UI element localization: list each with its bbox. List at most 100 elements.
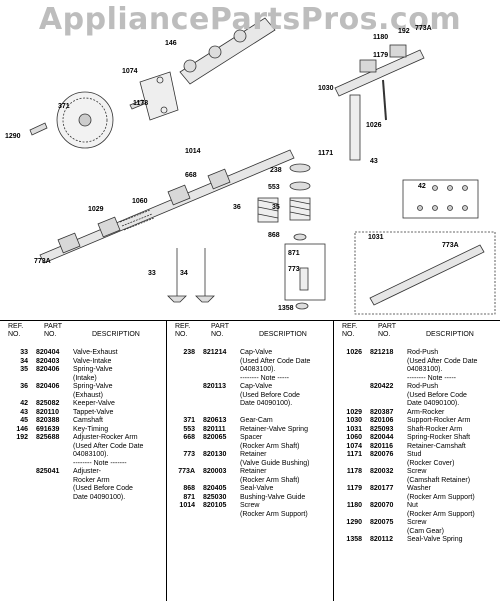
rocker-shaft-upper <box>334 49 425 97</box>
callout-label: 371 <box>58 103 70 110</box>
part-number: 820032 <box>370 468 394 475</box>
exploded-view-drawing <box>29 17 496 315</box>
part-description: Support-Rocker Arm <box>407 417 471 424</box>
part-description: Retainer-Valve Spring <box>240 425 308 433</box>
part-description: (Used Before Code <box>240 391 300 399</box>
part-description: Cap-Valve <box>240 349 273 356</box>
table-row: (Rocker Arm Support) <box>334 511 500 520</box>
part-number: 820065 <box>203 434 227 441</box>
part-description: Adjuster-Rocker Arm <box>73 434 138 441</box>
part-description: Spring-Rocker Shaft <box>407 434 471 441</box>
part-description: Nut <box>407 502 418 509</box>
part-number: 820130 <box>203 451 227 458</box>
part-description: Retainer <box>240 468 267 475</box>
ref-number: 1074 <box>346 442 362 450</box>
ref-number: 1171 <box>346 451 362 458</box>
part-description: (Camshaft Retainer) <box>407 476 471 484</box>
callout-label: 1171 <box>318 150 334 157</box>
part-description: Retainer-Camshaft <box>407 442 466 450</box>
part-number: 820388 <box>36 417 60 424</box>
callout-label: 35 <box>272 204 280 211</box>
part-number: 821218 <box>370 349 394 356</box>
part-description: (Used After Code Date <box>73 442 144 450</box>
table-row: (Cam Gear) <box>334 528 500 537</box>
callout-label: 238 <box>270 167 282 174</box>
callout-label: 42 <box>418 183 426 190</box>
table-row: -------- Note ------- <box>0 460 166 469</box>
ref-number: 1026 <box>346 349 362 356</box>
callout-label: 773 <box>288 266 300 273</box>
part-description: Date 04090100). <box>407 400 460 407</box>
part-description: Adjuster- <box>73 468 102 475</box>
table-row: (Rocker Cover) <box>334 460 500 469</box>
part-description: Rocker Arm <box>73 476 110 484</box>
part-description: Bushing-Valve Guide <box>240 493 306 501</box>
part-number: 820003 <box>203 468 227 475</box>
ref-number: 36 <box>20 383 28 390</box>
table-row: Rocker Arm <box>0 477 166 486</box>
ref-number: 1014 <box>179 502 195 509</box>
header-description: DESCRIPTION <box>92 331 140 338</box>
ref-number: 238 <box>183 349 195 356</box>
callout-label: 1026 <box>366 122 382 129</box>
table-row: (Rocker Arm Shaft) <box>167 443 333 452</box>
callout-label: 1074 <box>122 68 138 75</box>
part-description: (Rocker Arm Shaft) <box>240 442 300 450</box>
part-number: 820116 <box>370 442 393 450</box>
table-row: Date 04090100). <box>167 400 333 409</box>
part-description: (Rocker Arm Support) <box>240 510 308 518</box>
part-number: 691639 <box>36 425 60 433</box>
callout-label: 1179 <box>373 52 389 59</box>
ref-number: 42 <box>20 400 28 407</box>
callout-label: 36 <box>233 204 241 211</box>
callout-label: 146 <box>165 40 177 47</box>
part-description: (Intake) <box>73 374 97 382</box>
callout-label: 33 <box>148 270 156 277</box>
table-row: (Intake) <box>0 375 166 384</box>
ref-number: 1178 <box>346 468 362 475</box>
table-row: (Valve Guide Bushing) <box>167 460 333 469</box>
site-watermark: AppliancePartsPros.com <box>38 2 462 37</box>
part-number: 820105 <box>203 502 227 509</box>
table-row: 1074 820116 Retainer-Camshaft <box>334 443 500 452</box>
table-row: (Used Before Code <box>334 392 500 401</box>
callout-label: 668 <box>185 172 197 179</box>
part-description: Screw <box>407 468 427 475</box>
part-number: 820112 <box>370 536 393 543</box>
callout-label: 773A <box>34 258 51 265</box>
ref-number: 668 <box>183 434 195 441</box>
callout-label: 773A <box>415 25 432 32</box>
part-description: Seal-Valve Spring <box>407 536 463 543</box>
part-number: 820387 <box>370 408 394 416</box>
table-row <box>167 409 333 418</box>
part-description: Spring-Valve <box>73 366 113 373</box>
column-divider <box>333 321 334 601</box>
callout-label: 868 <box>268 232 280 239</box>
ref-number: 871 <box>183 493 195 501</box>
part-description: Shaft-Rocker Arm <box>407 425 463 433</box>
part-number: 820106 <box>370 417 394 424</box>
ref-number: 1290 <box>346 519 362 526</box>
tappet-shape <box>349 94 361 161</box>
table-row: (Used Before Code <box>0 485 166 494</box>
ref-number: 773 <box>183 451 195 458</box>
table-row: Date 04090100). <box>334 400 500 409</box>
ref-number: 371 <box>183 417 195 424</box>
